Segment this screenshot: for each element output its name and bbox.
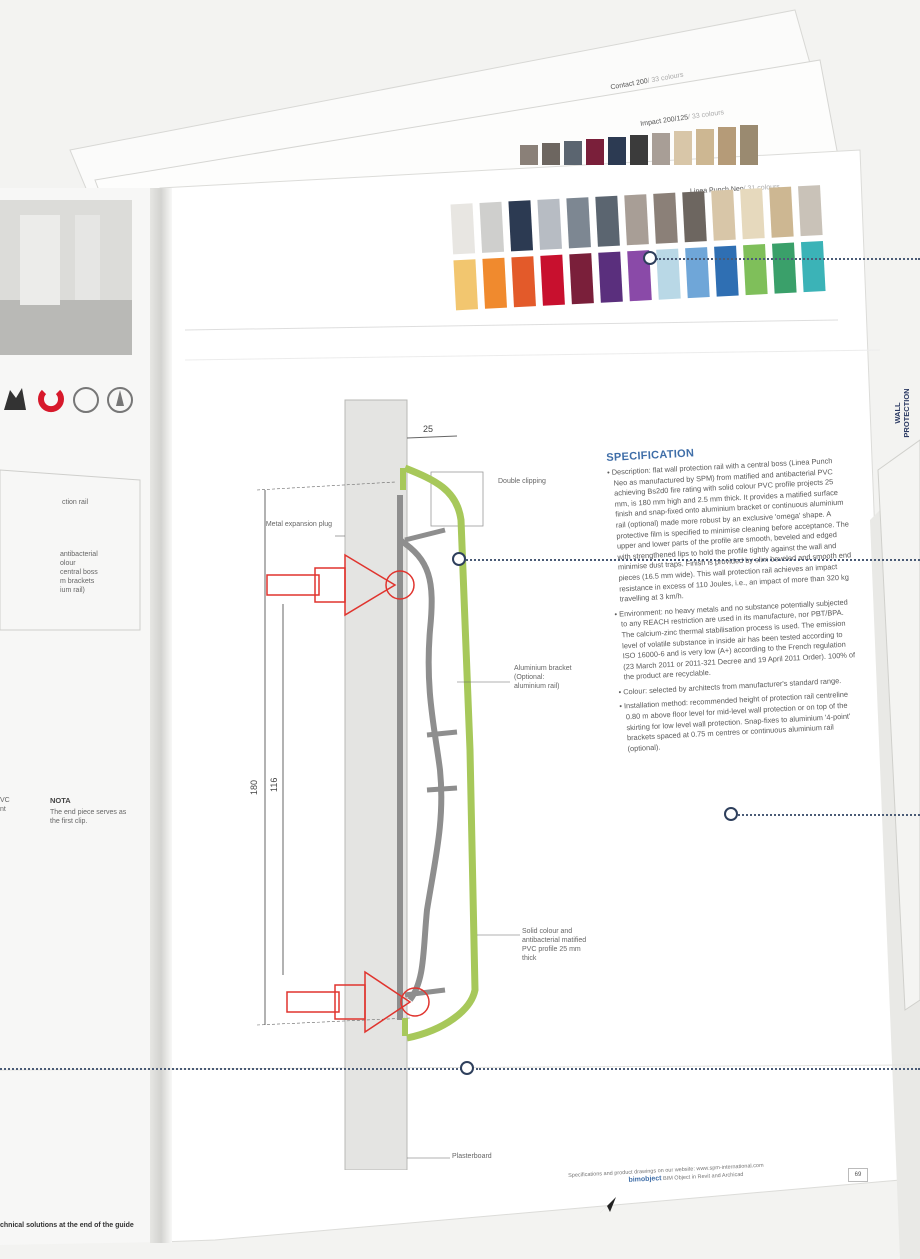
page-number: 69 — [848, 1168, 868, 1182]
hotspot-line-swatches — [656, 258, 920, 260]
color-swatch — [479, 201, 505, 253]
color-swatch — [772, 242, 797, 294]
aluminium-bracket — [397, 495, 445, 1020]
specification-block: SPECIFICATION • Description: flat wall p… — [606, 439, 862, 759]
double-clipping-box — [430, 471, 484, 527]
left-box-text-2: antibacterial olour central boss m brack… — [60, 551, 98, 594]
color-swatch — [743, 244, 768, 296]
color-swatch — [537, 198, 562, 250]
left-col-text: VC nt — [0, 797, 10, 813]
pvc-profile-label: Solid colour and antibacterial matified … — [522, 928, 587, 962]
color-swatch — [656, 248, 681, 300]
side-tab-line2: PROTECTION — [902, 388, 911, 438]
color-swatch — [800, 241, 826, 293]
bimobject-logo: bimobject — [628, 1175, 662, 1184]
hotspot-line-profile — [466, 559, 920, 561]
color-swatch — [798, 185, 823, 237]
bracket-label: Aluminium bracket (Optional: aluminium r… — [514, 665, 572, 690]
color-swatch — [714, 245, 739, 297]
left-footer: chnical solutions at the end of the guid… — [0, 1222, 134, 1229]
hotspot-line-environment — [738, 814, 920, 816]
left-page — [0, 188, 160, 1245]
magnet-icon — [38, 389, 64, 413]
color-swatch — [711, 189, 736, 241]
color-swatch — [482, 257, 507, 309]
color-swatch — [508, 200, 534, 252]
color-swatch — [685, 247, 710, 299]
swatch-row-2 — [453, 241, 826, 311]
technical-drawing: 180 116 25 — [249, 399, 520, 1170]
building-icon — [4, 388, 26, 410]
dim-180-label: 180 — [249, 780, 259, 795]
color-swatch — [624, 194, 649, 246]
hotspot-marker-environment[interactable] — [724, 807, 738, 821]
gutter — [150, 188, 172, 1243]
color-swatch — [769, 186, 794, 238]
swatch-row-1 — [450, 185, 823, 255]
pvc-profile — [403, 464, 479, 1042]
color-swatch — [682, 191, 707, 243]
nota-title: NOTA — [50, 796, 71, 805]
hotspot-line-bottom-right — [476, 1068, 920, 1070]
spec-description: • Description: flat wall protection rail… — [606, 456, 852, 604]
dim-25-label: 25 — [423, 424, 433, 434]
left-box-text-1: ction rail — [62, 499, 89, 506]
plasterboard-wall — [344, 399, 408, 1170]
plasterboard-label: Plasterboard — [452, 1153, 492, 1160]
metal-expansion-plug-bottom — [286, 970, 430, 1034]
right-edge-page-2 — [877, 439, 920, 1011]
color-swatch — [453, 259, 479, 311]
color-swatch — [540, 254, 565, 306]
color-swatch — [450, 203, 476, 255]
color-swatch — [569, 253, 594, 305]
color-swatch — [511, 256, 536, 308]
hotspot-marker-bottom[interactable] — [460, 1061, 474, 1075]
side-tab: WALL PROTECTION — [893, 388, 917, 438]
iso-certification-icon — [73, 387, 99, 413]
spec-installation: • Installation method: recommended heigh… — [619, 690, 851, 754]
color-swatch — [740, 188, 765, 240]
hotspot-marker-swatches[interactable] — [643, 251, 657, 265]
spec-environment: • Environment: no heavy metals and no su… — [614, 597, 856, 682]
metal-expansion-plug-top — [266, 553, 415, 617]
color-swatch — [598, 251, 623, 303]
dimension-line-25 — [406, 435, 458, 439]
fire-rating-icon — [107, 387, 133, 413]
hotspot-marker-profile[interactable] — [452, 552, 466, 566]
hotspot-line-bottom-left — [0, 1068, 462, 1070]
color-swatch — [566, 197, 591, 249]
bg-swatch-strip — [520, 125, 758, 165]
side-tab-line1: WALL — [893, 402, 902, 424]
double-clipping-label: Double clipping — [498, 478, 546, 485]
left-info-box — [0, 469, 141, 631]
color-swatch — [595, 195, 620, 247]
dim-116-label: 116 — [269, 778, 279, 792]
cursor-arrow-icon — [600, 1197, 616, 1213]
nota-text: The end piece serves as the first clip. — [50, 809, 127, 825]
color-swatch — [653, 192, 678, 244]
metal-plug-label: Metal expansion plug — [265, 521, 332, 528]
certification-icons — [4, 387, 133, 413]
specification-body: • Description: flat wall protection rail… — [607, 455, 862, 755]
